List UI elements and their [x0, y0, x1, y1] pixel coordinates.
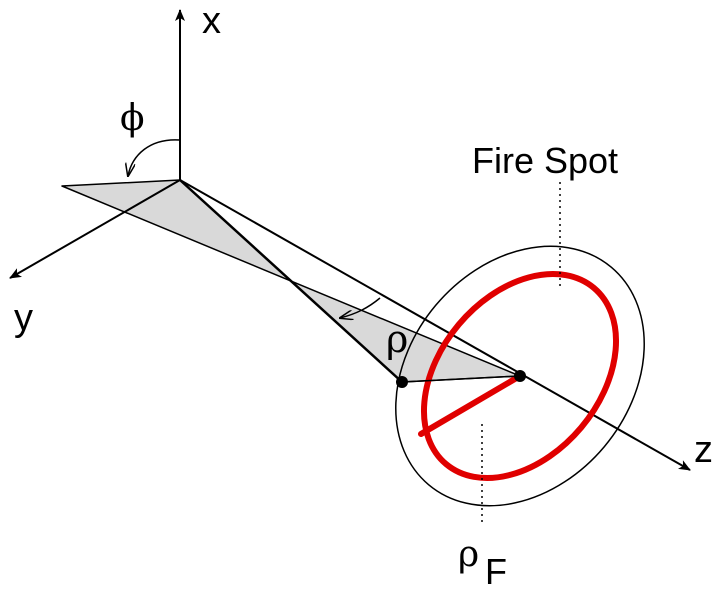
fire-spot-ellipse [420, 270, 620, 482]
rho-f-label: ρ [458, 534, 479, 575]
z-axis-label: z [694, 429, 713, 471]
rho-label: ρ [386, 317, 408, 361]
y-axis [9, 179, 181, 279]
fire-spot-label: Fire Spot [472, 140, 618, 181]
x-axis-label: x [202, 0, 221, 42]
center-point [514, 370, 526, 382]
z-axis [179, 179, 691, 471]
rho-line [401, 375, 521, 383]
rho-point [396, 376, 408, 388]
fire-spot-radius [418, 373, 523, 437]
rho-f-subscript: F [485, 551, 507, 592]
phi-label: ϕ [120, 98, 145, 139]
y-axis-label: y [14, 297, 33, 339]
rho-arc-arrow [340, 297, 381, 318]
outer-ellipse [395, 245, 645, 507]
phi-arc-arrow [128, 139, 181, 176]
plane-diagonal [179, 179, 403, 383]
